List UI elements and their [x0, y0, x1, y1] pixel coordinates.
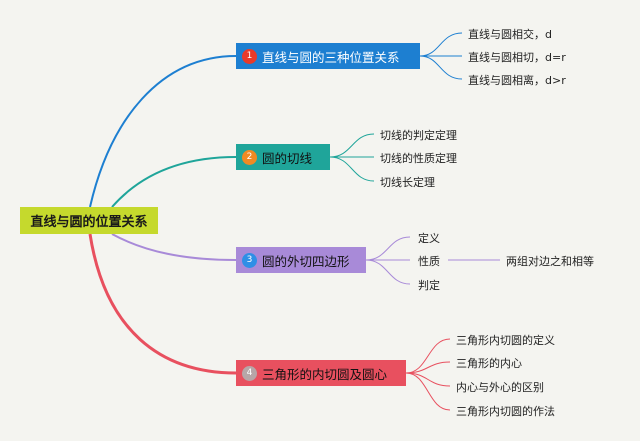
leaf-intersect[interactable]: 直线与圆相交，d — [468, 28, 552, 41]
leaf-definition[interactable]: 定义 — [418, 232, 440, 245]
connector-root-branch3 — [111, 233, 237, 261]
branch-label: 直线与圆的三种位置关系 — [262, 49, 400, 65]
connector-root-branch1 — [89, 55, 237, 208]
number-badge-icon: 4 — [242, 365, 257, 381]
connector-b4-leaf4 — [405, 372, 451, 411]
branch-three-positions[interactable]: 1 直线与圆的三种位置关系 — [236, 43, 420, 69]
leaf-property[interactable]: 性质 — [418, 255, 440, 268]
leaf-tangent-length[interactable]: 切线长定理 — [380, 176, 435, 189]
root-topic-label: 直线与圆的位置关系 — [30, 215, 148, 230]
number-badge-icon: 2 — [242, 149, 257, 165]
connector-b2-leaf1 — [329, 133, 375, 158]
leaf-tangent-criterion[interactable]: 切线的判定定理 — [380, 129, 457, 142]
branch-incircle[interactable]: 4 三角形的内切圆及圆心 — [236, 360, 406, 386]
connector-b4-leaf1 — [405, 338, 451, 374]
subleaf-opposite-sides[interactable]: 两组对边之和相等 — [506, 255, 594, 268]
leaf-tangent[interactable]: 直线与圆相切，d=r — [468, 51, 566, 64]
leaf-incircle-definition[interactable]: 三角形内切圆的定义 — [456, 334, 555, 347]
connector-b3-leaf1 — [365, 236, 411, 261]
leaf-incircle-construction[interactable]: 三角形内切圆的作法 — [456, 405, 555, 418]
connector-b3-leaf3 — [365, 259, 411, 285]
leaf-incenter-vs-circumcenter[interactable]: 内心与外心的区别 — [456, 381, 544, 394]
leaf-criterion[interactable]: 判定 — [418, 279, 440, 292]
root-topic[interactable]: 直线与圆的位置关系 — [20, 207, 158, 234]
number-badge-icon: 1 — [242, 48, 257, 64]
number-badge-icon: 3 — [242, 252, 257, 268]
branch-label: 圆的外切四边形 — [262, 253, 350, 269]
connector-root-branch4 — [88, 233, 237, 375]
leaf-separate[interactable]: 直线与圆相离，d>r — [468, 74, 566, 87]
connector-b2-leaf3 — [329, 156, 375, 182]
branch-tangent-line[interactable]: 2 圆的切线 — [236, 144, 330, 170]
connector-root-branch2 — [111, 156, 237, 208]
connector-b4-leaf2 — [405, 361, 451, 374]
branch-label: 三角形的内切圆及圆心 — [262, 366, 388, 382]
connector-b1-leaf3 — [419, 55, 463, 80]
leaf-incenter[interactable]: 三角形的内心 — [456, 357, 522, 370]
branch-circumscribed-quadrilateral[interactable]: 3 圆的外切四边形 — [236, 247, 366, 273]
connector-b1-leaf1 — [419, 32, 463, 57]
connector-b4-leaf3 — [405, 372, 451, 387]
leaf-tangent-property[interactable]: 切线的性质定理 — [380, 152, 457, 165]
branch-label: 圆的切线 — [262, 150, 313, 166]
